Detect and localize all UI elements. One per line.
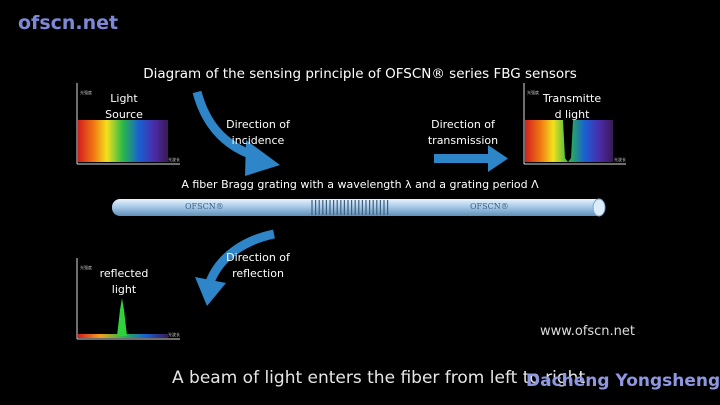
transmission-direction-label: Direction of transmission <box>427 118 499 147</box>
transmitted-light-chart <box>523 83 626 165</box>
light-source-chart <box>76 83 180 165</box>
website-url: www.ofscn.net <box>540 324 635 339</box>
source-y-axis-label: 光强度 <box>80 90 92 95</box>
fiber-mark-left: OFSCN® <box>185 202 224 211</box>
source-x-axis-label: 光波长 <box>168 157 180 162</box>
transmission-arrow <box>434 145 508 172</box>
reflected-light-label: reflected light <box>99 267 149 296</box>
diagram-title: Diagram of the sensing principle of OFSC… <box>143 66 577 82</box>
transmitted-light-label: Transmitted light <box>542 92 602 121</box>
author-watermark: Dacheng Yongsheng <box>526 371 720 391</box>
bragg-grating <box>311 200 389 215</box>
source-spectrum-band <box>78 120 168 162</box>
transmitted-x-axis-label: 光波长 <box>614 157 626 162</box>
reflected-light-chart <box>76 258 180 340</box>
reflected-x-axis-label: 光波长 <box>168 332 180 337</box>
grating-description: A fiber Bragg grating with a wavelength … <box>181 178 539 191</box>
reflected-y-axis-label: 光强度 <box>80 265 92 270</box>
transmitted-y-axis-label: 光强度 <box>527 90 539 95</box>
incidence-arrow <box>192 90 280 176</box>
brand-logo-text: ofscn.net <box>18 12 119 34</box>
reflection-direction-label: Direction of reflection <box>226 251 290 280</box>
incidence-direction-label: Direction of incidence <box>226 118 290 147</box>
transmission-dip <box>563 120 573 162</box>
reflection-arrow <box>195 229 275 306</box>
light-source-label: Light Source <box>105 92 143 121</box>
reflection-peak <box>117 298 127 336</box>
optical-fiber <box>112 198 606 217</box>
fiber-mark-right: OFSCN® <box>470 202 509 211</box>
video-caption: A beam of light enters the fiber from le… <box>172 368 591 388</box>
